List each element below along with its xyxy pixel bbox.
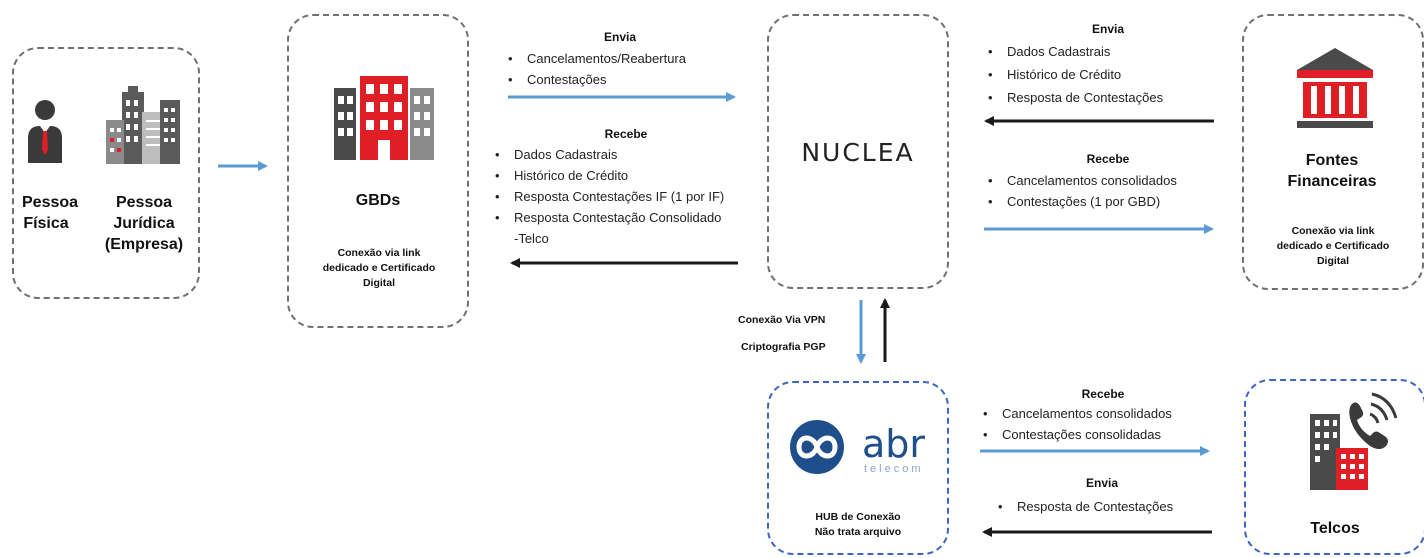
box-nuclea — [767, 14, 949, 289]
gbd-envia-list: Cancelamentos/Reabertura Contestações — [505, 48, 686, 90]
person-icon — [28, 100, 62, 163]
box-telcos — [1244, 379, 1424, 555]
list-item: Histórico de Crédito — [985, 63, 1163, 86]
abr-brand-subtext: telecom — [864, 463, 924, 475]
list-item: Resposta de Contestações — [985, 86, 1163, 109]
fontes-envia-list: Dados Cadastrais Histórico de Crédito Re… — [985, 40, 1163, 109]
hub-title: HUB de Conexão — [815, 511, 901, 523]
list-item: Contestações — [505, 69, 686, 90]
pessoa-fisica-label: Pessoa Física — [22, 194, 79, 232]
list-item: Resposta Contestação Consolidado — [492, 207, 724, 228]
hub-envia-list: Resposta de Contestações — [995, 496, 1173, 517]
telco-phone-building-icon — [1310, 392, 1398, 490]
list-item: Cancelamentos/Reabertura — [505, 48, 686, 69]
gbds-connection-note: Conexão via link dedicado e Certificado … — [322, 247, 436, 289]
hub-recebe-title: Recebe — [1081, 387, 1125, 401]
gbd-recebe-continuation: -Telco — [514, 231, 549, 246]
fontes-recebe-title: Recebe — [1086, 152, 1130, 166]
list-item: Cancelamentos consolidados — [985, 170, 1177, 191]
list-item: Dados Cadastrais — [492, 144, 724, 165]
box-hub — [767, 381, 949, 555]
telcos-title: Telcos — [1310, 520, 1360, 537]
nuclea-logo: NUCLEA — [801, 138, 915, 167]
pessoa-juridica-label: Pessoa Jurídica (Empresa) — [104, 194, 184, 253]
list-item: Contestações (1 por GBD) — [985, 191, 1177, 212]
fontes-recebe-list: Cancelamentos consolidados Contestações … — [985, 170, 1177, 212]
company-buildings-icon — [106, 86, 180, 164]
list-item: Cancelamentos consolidados — [980, 403, 1172, 424]
fontes-connection-note: Conexão via link dedicado e Certificado … — [1276, 225, 1390, 267]
list-item: Dados Cadastrais — [985, 40, 1163, 63]
hub-subtitle: Não trata arquivo — [814, 526, 902, 538]
list-item: Contestações consolidadas — [980, 424, 1172, 445]
list-item: Histórico de Crédito — [492, 165, 724, 186]
box-fontes — [1242, 14, 1424, 290]
bank-icon — [1297, 48, 1373, 128]
pgp-encryption-label: Criptografia PGP — [741, 341, 826, 353]
abr-infinity-icon — [790, 420, 844, 474]
gbd-recebe-list: Dados Cadastrais Histórico de Crédito Re… — [492, 144, 724, 228]
list-item: Resposta de Contestações — [995, 496, 1173, 517]
fontes-title: Fontes Financeiras — [1287, 152, 1377, 190]
box-gbds — [287, 14, 469, 328]
hub-recebe-list: Cancelamentos consolidados Contestações … — [980, 403, 1172, 445]
gbd-envia-title: Envia — [603, 30, 636, 44]
gbds-building-icon — [334, 76, 434, 160]
fontes-envia-title: Envia — [1091, 22, 1124, 36]
vpn-connection-label: Conexão Via VPN — [738, 314, 826, 326]
abr-brand-text: abr — [862, 422, 926, 466]
gbds-title: GBDs — [355, 192, 401, 209]
hub-envia-title: Envia — [1085, 476, 1118, 490]
gbd-recebe-title: Recebe — [604, 127, 648, 141]
list-item: Resposta Contestações IF (1 por IF) — [492, 186, 724, 207]
box-pessoas — [12, 47, 200, 299]
